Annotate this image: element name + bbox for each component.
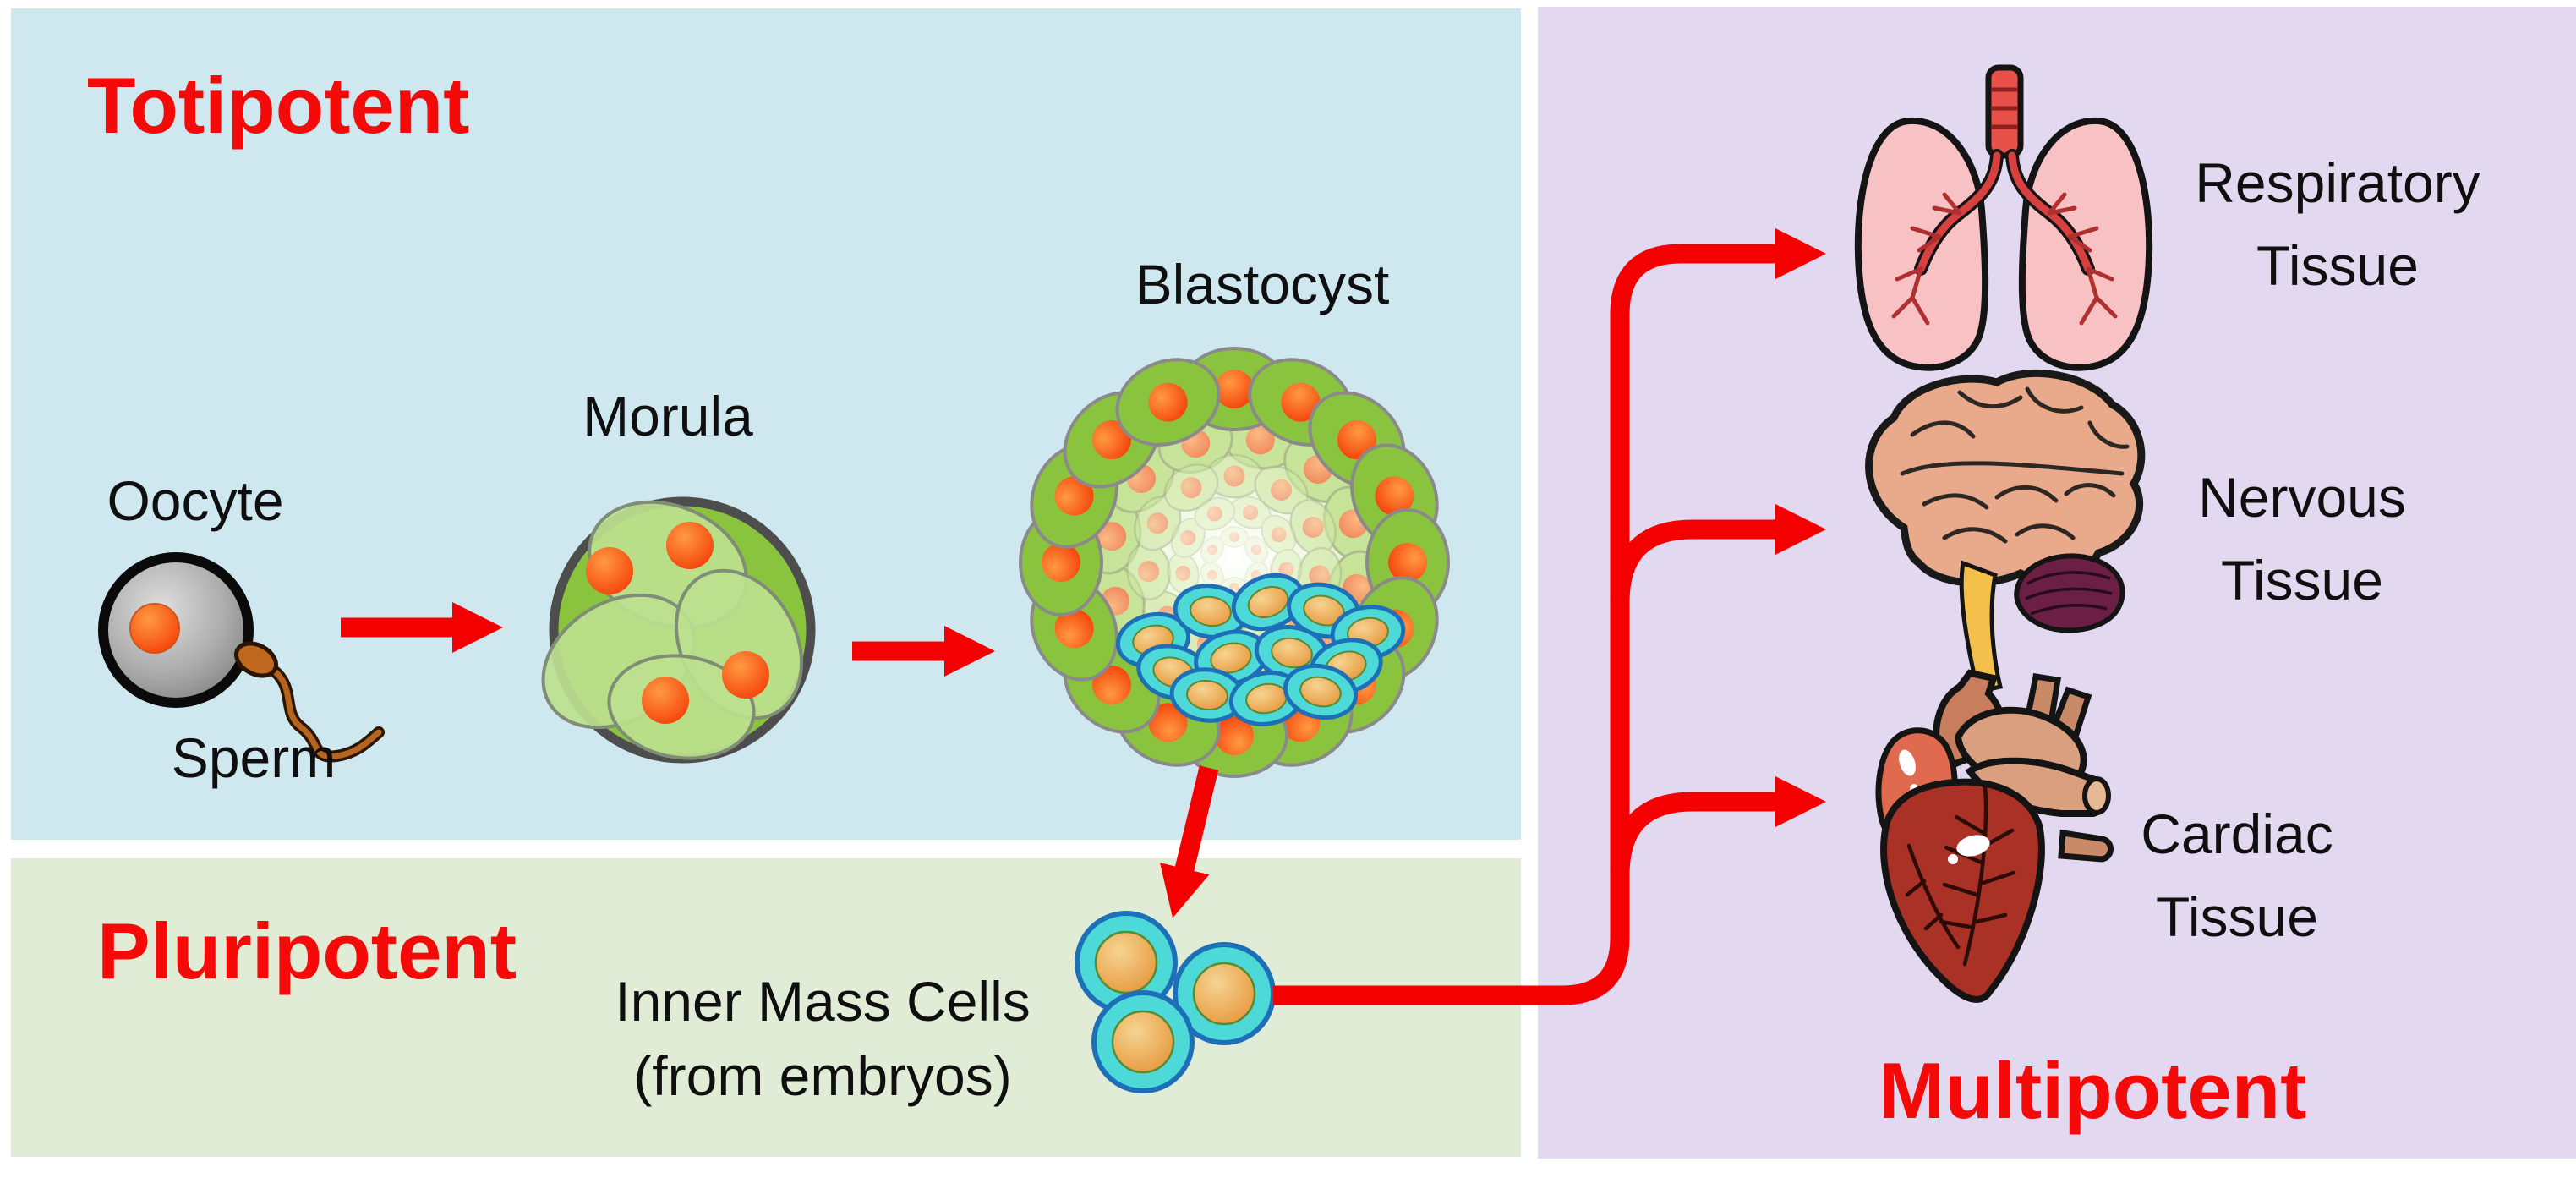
blastocyst-label: Blastocyst (1135, 253, 1390, 315)
cardiac-tissue-label-line2: Tissue (2156, 885, 2318, 948)
cardiac-tissue-label-line1: Cardiac (2141, 803, 2333, 865)
inner-mass-cells-illustration (1077, 913, 1273, 1091)
sperm-illustration (234, 641, 385, 763)
morula-illustration (541, 496, 816, 764)
inner-mass-cells-label-line1: Inner Mass Cells (615, 970, 1031, 1033)
multipotent-heading: Multipotent (1879, 1046, 2307, 1135)
heart-illustration (1875, 669, 2114, 1003)
arrow-branch-to-cardiac (1610, 776, 1826, 876)
blastocyst-illustration (1015, 342, 1454, 782)
sperm-label: Sperm (171, 726, 336, 789)
brain-illustration (1865, 369, 2146, 694)
arrow-blastocyst-to-imc (1160, 765, 1219, 918)
respiratory-tissue-label-line1: Respiratory (2195, 151, 2480, 214)
lungs-illustration (1854, 64, 2153, 371)
inner-mass-cells-label-line2: (from embryos) (633, 1044, 1012, 1108)
nervous-tissue-label-line2: Tissue (2221, 548, 2383, 611)
inner-mass-cells-label: Inner Mass Cells (from embryos) (552, 964, 1093, 1114)
arrow-imc-to-respiratory (1273, 228, 1826, 1005)
oocyte-illustration (98, 552, 254, 708)
morula-label: Morula (582, 385, 753, 447)
oocyte-label: Oocyte (107, 469, 284, 532)
totipotent-heading: Totipotent (87, 61, 470, 150)
respiratory-tissue-label-line2: Tissue (2256, 233, 2419, 297)
cardiac-tissue-label: Cardiac Tissue (2017, 793, 2457, 958)
nervous-tissue-label-line1: Nervous (2198, 466, 2406, 529)
pluripotent-heading: Pluripotent (97, 907, 517, 995)
nervous-tissue-label: Nervous Tissue (2082, 457, 2522, 622)
respiratory-tissue-label: Respiratory Tissue (2118, 142, 2557, 307)
arrow-branch-to-nervous (1610, 504, 1826, 603)
